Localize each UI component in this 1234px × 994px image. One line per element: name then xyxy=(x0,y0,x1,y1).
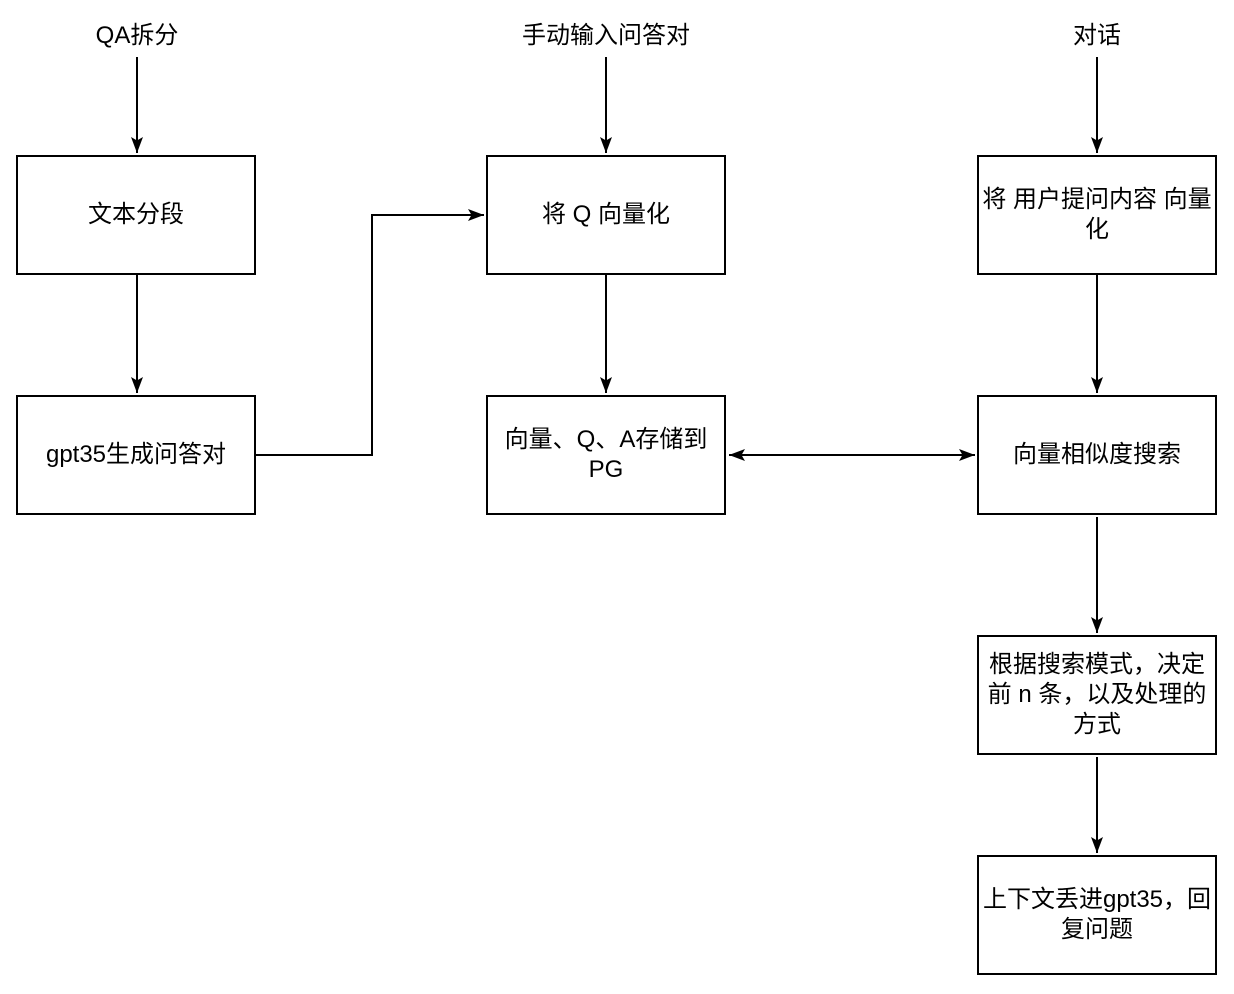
label-manual-input: 手动输入问答对 xyxy=(522,22,690,49)
edge-gpt35-qa-to-vectorize-q xyxy=(256,209,484,456)
node-gpt35-reply: 上下文丢进gpt35，回复问题 xyxy=(977,855,1217,975)
label-qa-split: QA拆分 xyxy=(95,22,179,49)
node-similarity-search-label: 向量相似度搜索 xyxy=(1013,441,1181,468)
node-gpt35-reply-label: 上下文丢进gpt35，回复问题 xyxy=(982,886,1212,943)
node-gpt35-qa-label: gpt35生成问答对 xyxy=(45,441,227,468)
node-text-segment: 文本分段 xyxy=(16,155,256,275)
node-search-mode: 根据搜索模式，决定前 n 条，以及处理的方式 xyxy=(977,635,1217,755)
node-similarity-search: 向量相似度搜索 xyxy=(977,395,1217,515)
node-store-pg: 向量、Q、A存储到PG xyxy=(486,395,726,515)
node-search-mode-label: 根据搜索模式，决定前 n 条，以及处理的方式 xyxy=(987,651,1207,738)
node-vectorize-q-label: 将 Q 向量化 xyxy=(541,201,670,228)
label-dialog: 对话 xyxy=(1073,22,1121,49)
node-vectorize-question-label: 将 用户提问内容 向量化 xyxy=(982,186,1212,243)
node-store-pg-label: 向量、Q、A存储到PG xyxy=(504,426,708,483)
node-vectorize-q: 将 Q 向量化 xyxy=(486,155,726,275)
node-text-segment-label: 文本分段 xyxy=(88,201,184,228)
node-gpt35-qa: gpt35生成问答对 xyxy=(16,395,256,515)
node-vectorize-question: 将 用户提问内容 向量化 xyxy=(977,155,1217,275)
